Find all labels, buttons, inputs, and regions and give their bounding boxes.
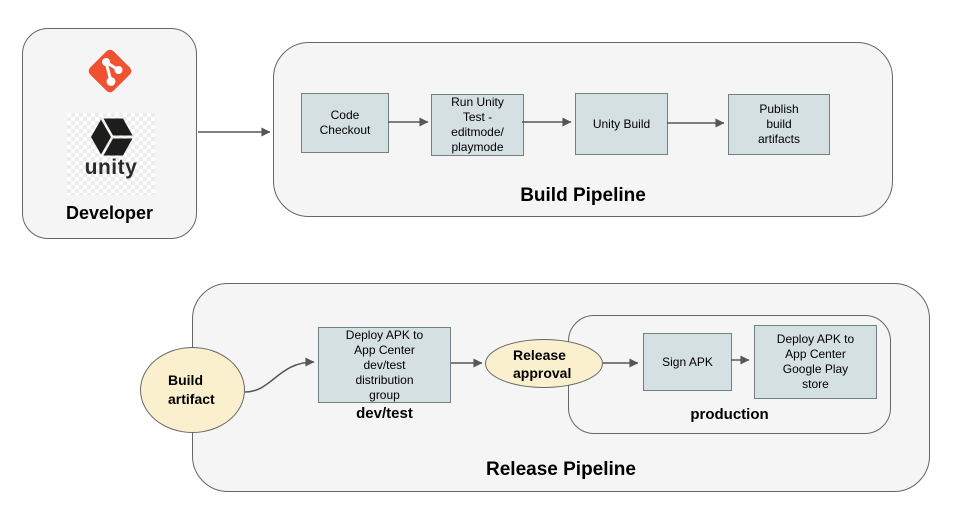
devtest-stage-label: dev/test: [356, 405, 413, 422]
release-pipeline-container: Deploy APK to App Center dev/test distri…: [192, 283, 930, 492]
build-pipeline-label: Build Pipeline: [520, 185, 646, 206]
developer-label: Developer: [65, 203, 154, 223]
build-pipeline-container: Code Checkout Run Unity Test - editmode/…: [273, 42, 893, 217]
build-artifact-node: Build artifact: [140, 347, 245, 433]
step-run-unity-test: Run Unity Test - editmode/ playmode: [431, 94, 524, 156]
production-container: Sign APK Deploy APK to App Center Google…: [568, 315, 891, 434]
step-sign-apk: Sign APK: [643, 333, 732, 391]
step-publish-artifacts-label: Publish build artifacts: [757, 102, 800, 146]
developer-node: unity Developer: [22, 28, 197, 239]
release-approval-node: Release approval: [485, 339, 603, 388]
step-publish-artifacts: Publish build artifacts: [728, 94, 830, 155]
step-code-checkout: Code Checkout: [301, 93, 389, 153]
step-deploy-googleplay-label: Deploy APK to App Center Google Play sto…: [776, 332, 855, 391]
release-pipeline-label: Release Pipeline: [486, 459, 636, 480]
step-deploy-devtest: Deploy APK to App Center dev/test distri…: [318, 327, 451, 403]
unity-wordmark: unity: [84, 156, 138, 179]
build-artifact-label: Build artifact: [168, 372, 215, 407]
unity-cube-icon: [91, 118, 133, 156]
step-deploy-googleplay: Deploy APK to App Center Google Play sto…: [754, 325, 877, 399]
step-code-checkout-label: Code Checkout: [319, 108, 371, 137]
unity-logo: unity: [67, 113, 155, 195]
step-unity-build: Unity Build: [575, 93, 668, 155]
step-sign-apk-label: Sign APK: [662, 354, 713, 369]
release-approval-label: Release approval: [513, 346, 572, 381]
production-label: production: [690, 406, 769, 423]
git-icon: [86, 47, 134, 95]
step-deploy-devtest-label: Deploy APK to App Center dev/test distri…: [345, 327, 424, 402]
step-unity-build-label: Unity Build: [592, 116, 651, 131]
step-run-unity-test-label: Run Unity Test - editmode/ playmode: [451, 95, 504, 154]
